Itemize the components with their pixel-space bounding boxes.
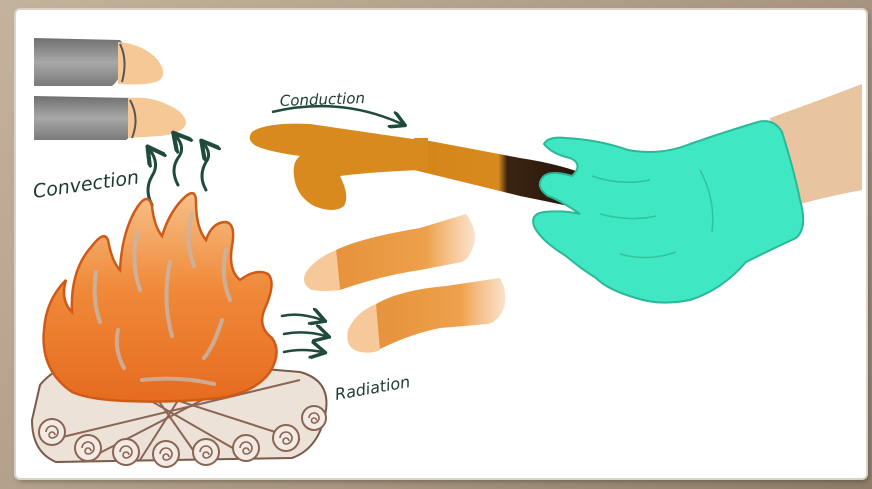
convection-arrows bbox=[148, 136, 209, 205]
conduction-stick-cold bbox=[414, 138, 428, 170]
radiation-hand-upper bbox=[304, 214, 475, 291]
radiation-arrows bbox=[282, 315, 326, 352]
convection-hands bbox=[34, 38, 186, 140]
convection-arrow-1 bbox=[148, 150, 156, 205]
radiation-label: Radiation bbox=[333, 372, 411, 404]
campfire-flames bbox=[44, 193, 277, 402]
conduction-glove bbox=[533, 121, 803, 302]
radiation-arrow-1 bbox=[282, 315, 322, 320]
campfire bbox=[32, 193, 326, 467]
radiation-arrow-3 bbox=[284, 350, 322, 352]
convection-hand-upper bbox=[34, 38, 163, 86]
conduction-hot-hand bbox=[250, 124, 420, 210]
radiation-hand-lower bbox=[347, 278, 505, 353]
radiation-arrow-2 bbox=[284, 332, 326, 336]
convection-hand-lower bbox=[34, 96, 186, 140]
convection-label: Convection bbox=[32, 166, 141, 203]
convection-arrow-3 bbox=[202, 144, 209, 190]
conduction-label: Conduction bbox=[280, 89, 366, 110]
convection-arrow-2 bbox=[174, 136, 182, 185]
